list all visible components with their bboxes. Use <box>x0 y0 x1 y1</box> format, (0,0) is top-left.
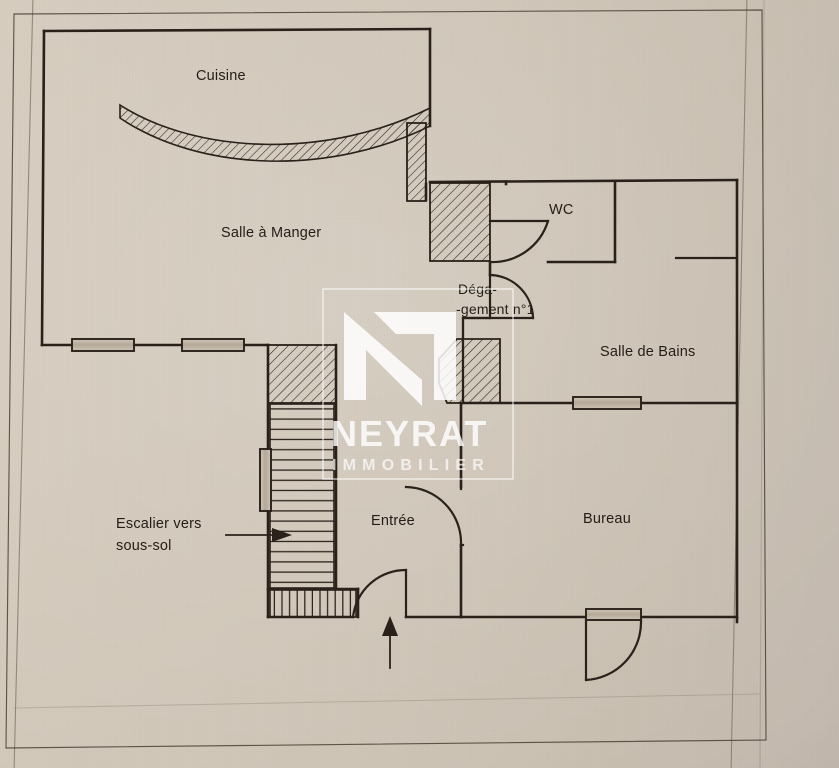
annotation-leaders <box>225 528 398 669</box>
room-label-salle-a-manger: Salle à Manger <box>221 225 321 241</box>
wall-lines <box>40 27 739 624</box>
annotation-escalier-line1: Escalier vers <box>116 516 202 532</box>
right-arrow-icon <box>272 528 292 542</box>
hatched-wall-stair-head <box>267 344 337 404</box>
window-salle-de-bains <box>572 396 642 410</box>
room-label-cuisine: Cuisine <box>196 68 246 84</box>
sheet-border <box>5 9 767 749</box>
room-label-salle-de-bains: Salle de Bains <box>600 344 696 360</box>
window-sam-left <box>71 338 135 352</box>
up-arrow-icon <box>382 616 398 636</box>
room-label-degagement-line2: -gement n°1 <box>456 301 535 317</box>
room-label-degagement-line1: Déga- <box>458 281 497 297</box>
annotation-escalier-line2: sous-sol <box>116 538 172 554</box>
door-wc <box>488 219 550 264</box>
door-entree <box>351 568 408 619</box>
windows <box>71 338 642 621</box>
window-escalier <box>259 448 272 512</box>
window-sam-right <box>181 338 245 352</box>
hatched-wall-blocks <box>267 122 501 404</box>
paper-crease <box>13 693 761 709</box>
window-bureau <box>585 608 642 621</box>
hatched-wall-wc <box>429 182 491 262</box>
cuisine-counter <box>119 103 431 162</box>
door-bureau <box>404 485 465 547</box>
hatched-wall-degagement <box>438 338 501 404</box>
escalier-sous-sol <box>269 403 357 618</box>
room-label-bureau: Bureau <box>583 511 631 527</box>
room-label-entree: Entrée <box>371 513 415 529</box>
annotations: Escalier vers sous-sol <box>116 516 202 554</box>
room-label-wc: WC <box>549 202 574 218</box>
door-exterior-bureau <box>584 618 643 682</box>
